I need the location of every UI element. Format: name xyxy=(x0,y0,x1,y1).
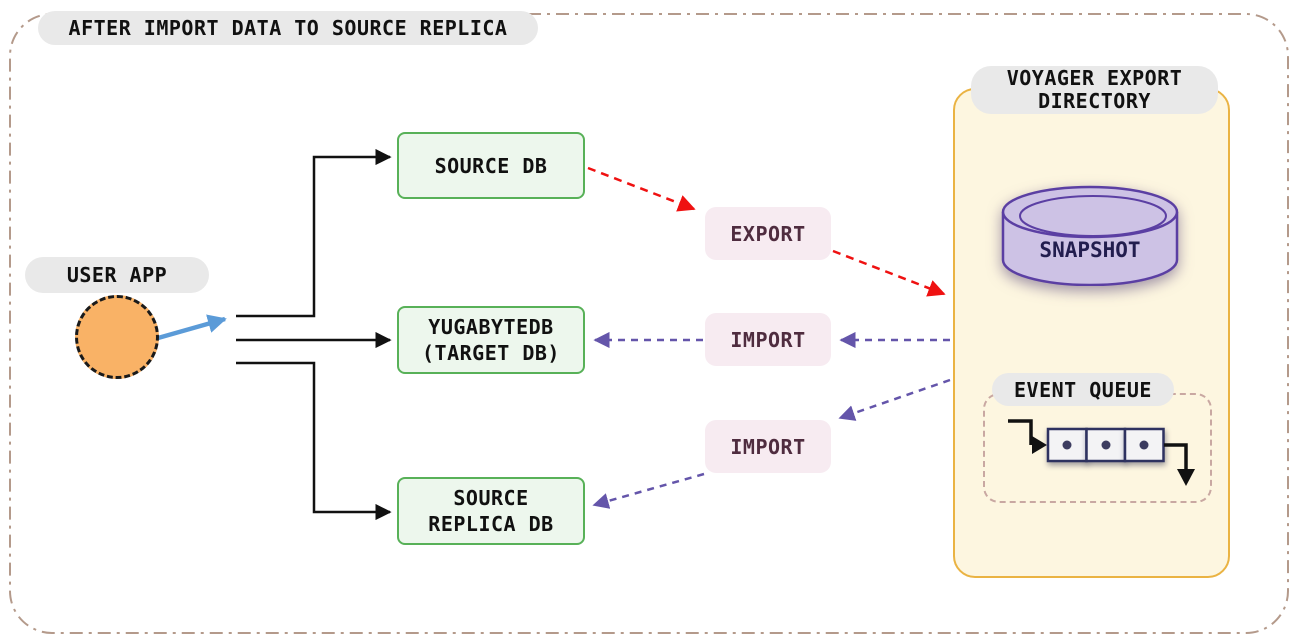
node-source-replica-db: SOURCE REPLICA DB xyxy=(397,477,585,545)
queue-exit-line xyxy=(1164,443,1188,470)
export-edge-label: EXPORT xyxy=(705,207,831,260)
node-target-db-label-line1: YUGABYTEDB xyxy=(428,315,554,339)
cylinder-inner-rim xyxy=(1019,195,1167,237)
arrow-fork-to-source-replica-db xyxy=(236,361,392,521)
queue-item-dot xyxy=(1062,440,1072,450)
voyager-export-directory-panel xyxy=(953,88,1230,578)
node-source-db: SOURCE DB xyxy=(397,132,585,199)
arrow-user-to-fork xyxy=(157,314,227,341)
arrow-fork-to-source-db xyxy=(236,148,392,318)
arrow-source-db-to-export xyxy=(587,166,696,212)
export-edge-label-text: EXPORT xyxy=(730,221,806,246)
queue-item xyxy=(1085,427,1127,463)
user-app-icon xyxy=(75,295,159,379)
arrow-voyager-directory-to-import-bottom xyxy=(838,378,951,421)
arrow-export-to-voyager-directory xyxy=(832,249,946,297)
event-queue-icon xyxy=(1008,419,1195,486)
queue-exit-arrowhead xyxy=(1177,469,1195,486)
queue-entry-line xyxy=(1008,419,1033,445)
queue-item-dot xyxy=(1139,440,1149,450)
snapshot-label: SNAPSHOT xyxy=(1039,238,1140,262)
node-target-db: YUGABYTEDB (TARGET DB) xyxy=(397,306,585,374)
snapshot-database-icon: SNAPSHOT xyxy=(1001,185,1179,286)
queue-entry-arrowhead xyxy=(1032,436,1047,454)
import-bottom-edge-label: IMPORT xyxy=(705,420,831,473)
import-bottom-edge-label-text: IMPORT xyxy=(730,434,806,459)
arrow-import-bottom-to-source-replica-db xyxy=(592,472,705,509)
node-source-db-label: SOURCE DB xyxy=(434,153,548,178)
node-target-db-label-line2: (TARGET DB) xyxy=(422,341,560,365)
diagram-title: AFTER IMPORT DATA TO SOURCE REPLICA xyxy=(38,11,538,45)
queue-item-dot xyxy=(1101,440,1111,450)
event-queue-label: EVENT QUEUE xyxy=(992,373,1174,406)
user-app-label: USER APP xyxy=(25,257,209,293)
node-source-replica-db-label-line1: SOURCE xyxy=(453,486,529,510)
queue-item xyxy=(1123,427,1165,463)
node-source-replica-db-label-line2: REPLICA DB xyxy=(428,512,554,536)
panel-title: VOYAGER EXPORT DIRECTORY xyxy=(971,66,1218,114)
import-top-edge-label-text: IMPORT xyxy=(730,327,806,352)
queue-item xyxy=(1046,427,1088,463)
import-top-edge-label: IMPORT xyxy=(705,313,831,366)
